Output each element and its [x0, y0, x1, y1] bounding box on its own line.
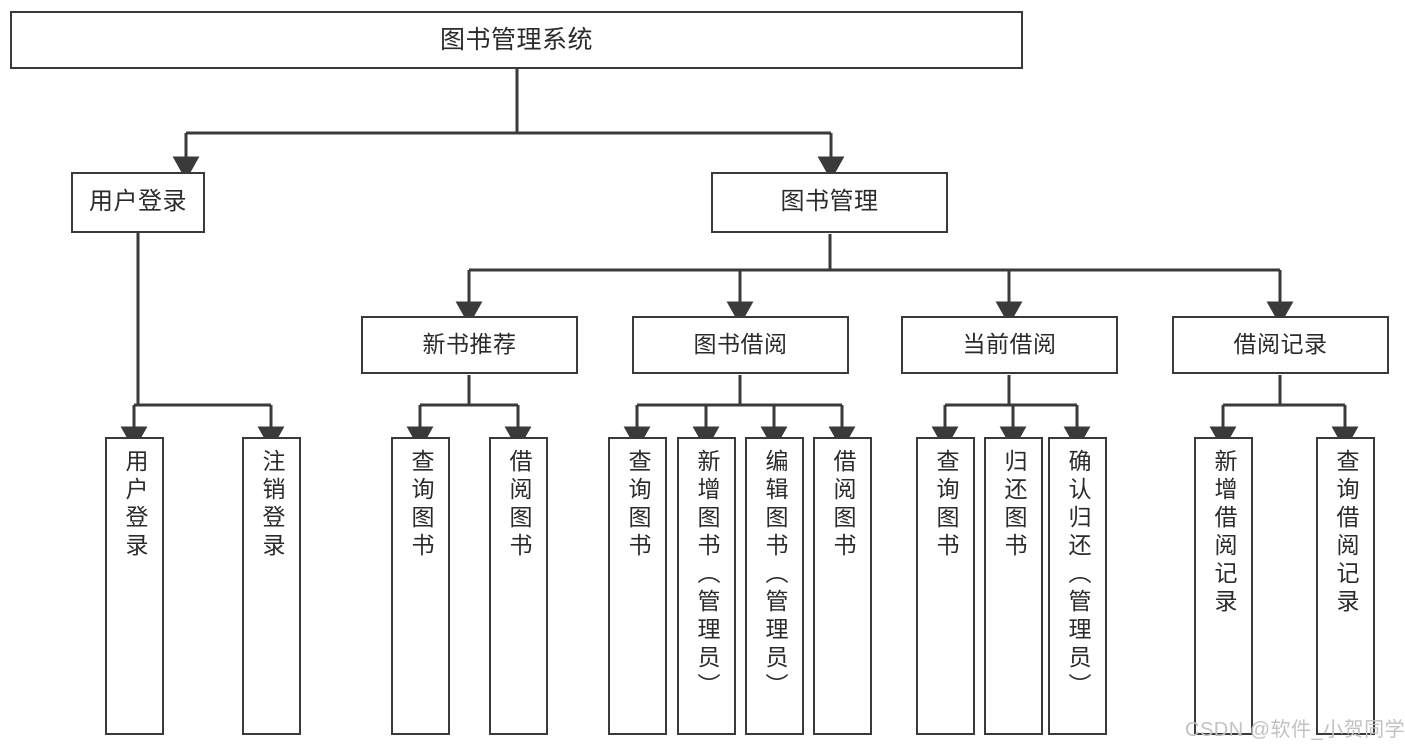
- connectors-root-to-level2: [172, 69, 845, 181]
- leaf-user-login-login-label: 用户登录: [122, 449, 148, 561]
- node-book-management-label: 图书管理: [780, 188, 879, 216]
- node-book-management[interactable]: 图书管理: [711, 172, 948, 233]
- connectors-borrow-record-to-leaves: [1209, 375, 1359, 451]
- node-new-book-recommend-label: 新书推荐: [422, 331, 517, 358]
- node-book-borrow-label: 图书借阅: [693, 331, 788, 358]
- leaf-user-login-logout[interactable]: 注销登录: [242, 437, 301, 735]
- connectors-user-login-to-leaves: [120, 233, 285, 451]
- leaf-new-book-query-label: 查询图书: [408, 449, 434, 561]
- node-current-borrow[interactable]: 当前借阅: [901, 316, 1118, 374]
- leaf-current-borrow-return-label: 归还图书: [1001, 449, 1027, 561]
- node-borrow-record-label: 借阅记录: [1233, 331, 1328, 358]
- connectors-level2-to-level3: [455, 234, 1294, 326]
- leaf-borrow-record-query-label: 查询借阅记录: [1333, 449, 1359, 617]
- leaf-user-login-login[interactable]: 用户登录: [105, 437, 164, 735]
- leaf-new-book-borrow[interactable]: 借阅图书: [489, 437, 548, 735]
- node-current-borrow-label: 当前借阅: [962, 331, 1057, 358]
- leaf-current-borrow-confirm-return-label: 确认归还（管理员）: [1065, 449, 1091, 701]
- connectors-book-borrow-to-leaves: [623, 375, 856, 451]
- leaf-current-borrow-return[interactable]: 归还图书: [984, 437, 1043, 735]
- leaf-current-borrow-query[interactable]: 查询图书: [916, 437, 975, 735]
- leaf-new-book-borrow-label: 借阅图书: [506, 449, 532, 561]
- connectors-current-borrow-to-leaves: [931, 375, 1091, 451]
- leaf-new-book-query[interactable]: 查询图书: [391, 437, 450, 735]
- leaf-book-borrow-borrow[interactable]: 借阅图书: [813, 437, 872, 735]
- node-user-login[interactable]: 用户登录: [71, 172, 205, 233]
- leaf-book-borrow-edit[interactable]: 编辑图书（管理员）: [745, 437, 804, 735]
- leaf-book-borrow-query[interactable]: 查询图书: [608, 437, 667, 735]
- leaf-borrow-record-query[interactable]: 查询借阅记录: [1316, 437, 1375, 735]
- leaf-book-borrow-query-label: 查询图书: [625, 449, 651, 561]
- node-new-book-recommend[interactable]: 新书推荐: [361, 316, 578, 374]
- leaf-borrow-record-add-label: 新增借阅记录: [1211, 449, 1237, 617]
- connectors-new-book-to-leaves: [406, 375, 532, 451]
- node-book-borrow[interactable]: 图书借阅: [632, 316, 849, 374]
- leaf-current-borrow-query-label: 查询图书: [933, 449, 959, 561]
- leaf-borrow-record-add[interactable]: 新增借阅记录: [1194, 437, 1253, 735]
- leaf-current-borrow-confirm-return[interactable]: 确认归还（管理员）: [1048, 437, 1107, 735]
- leaf-book-borrow-edit-label: 编辑图书（管理员）: [762, 449, 788, 701]
- leaf-book-borrow-add-label: 新增图书（管理员）: [694, 449, 720, 701]
- leaf-book-borrow-add[interactable]: 新增图书（管理员）: [677, 437, 736, 735]
- leaf-user-login-logout-label: 注销登录: [259, 449, 285, 561]
- node-root-label: 图书管理系统: [439, 26, 593, 54]
- node-user-login-label: 用户登录: [89, 188, 187, 216]
- leaf-book-borrow-borrow-label: 借阅图书: [830, 449, 856, 561]
- node-borrow-record[interactable]: 借阅记录: [1172, 316, 1389, 374]
- node-root-book-management-system[interactable]: 图书管理系统: [10, 11, 1023, 69]
